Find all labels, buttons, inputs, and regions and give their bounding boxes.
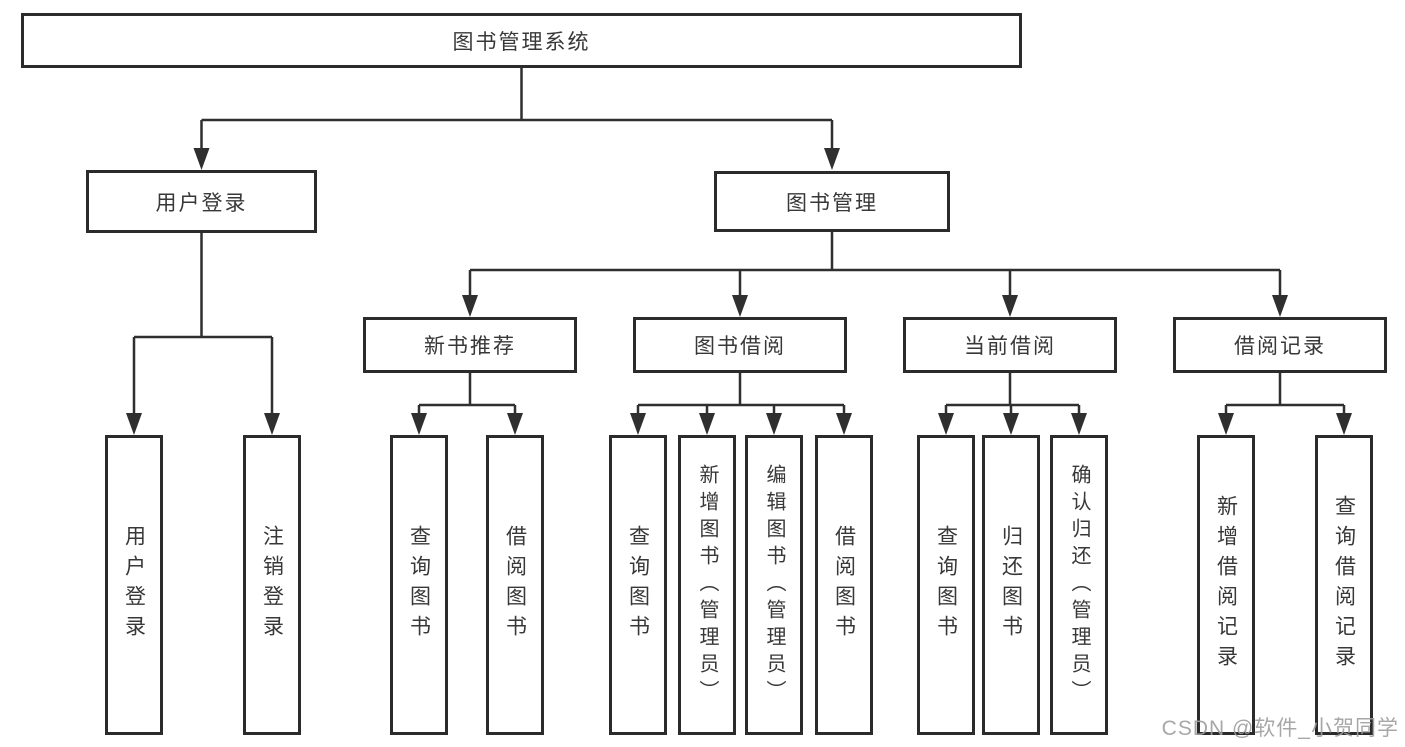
node-book-management: 图书管理 [714, 171, 950, 232]
leaf-br-add-borrow-record: 新增借阅记录 [1197, 435, 1255, 735]
leaf-bb-edit-books-admin: 编辑图书（管理员） [745, 435, 803, 735]
node-new-book-recommend: 新书推荐 [363, 317, 577, 373]
leaf-br-query-borrow-record: 查询借阅记录 [1315, 435, 1373, 735]
leaf-cb-return-books: 归还图书 [982, 435, 1040, 735]
node-borrow-records: 借阅记录 [1173, 317, 1387, 373]
node-root-system: 图书管理系统 [21, 13, 1022, 68]
leaf-bb-query-books: 查询图书 [609, 435, 667, 735]
leaf-bb-borrow-books: 借阅图书 [815, 435, 873, 735]
leaf-user-login: 用户登录 [105, 435, 163, 735]
leaf-nbr-query-books: 查询图书 [390, 435, 448, 735]
leaf-bb-add-books-admin: 新增图书（管理员） [678, 435, 736, 735]
csdn-watermark: CSDN @软件_小贺同学 [1161, 717, 1399, 740]
leaf-logout: 注销登录 [243, 435, 301, 735]
node-current-borrow: 当前借阅 [903, 317, 1117, 373]
leaf-cb-confirm-return-admin: 确认归还（管理员） [1050, 435, 1108, 735]
node-user-login: 用户登录 [86, 170, 317, 233]
node-book-borrow: 图书借阅 [633, 317, 847, 373]
leaf-nbr-borrow-books: 借阅图书 [486, 435, 544, 735]
leaf-cb-query-books: 查询图书 [917, 435, 975, 735]
